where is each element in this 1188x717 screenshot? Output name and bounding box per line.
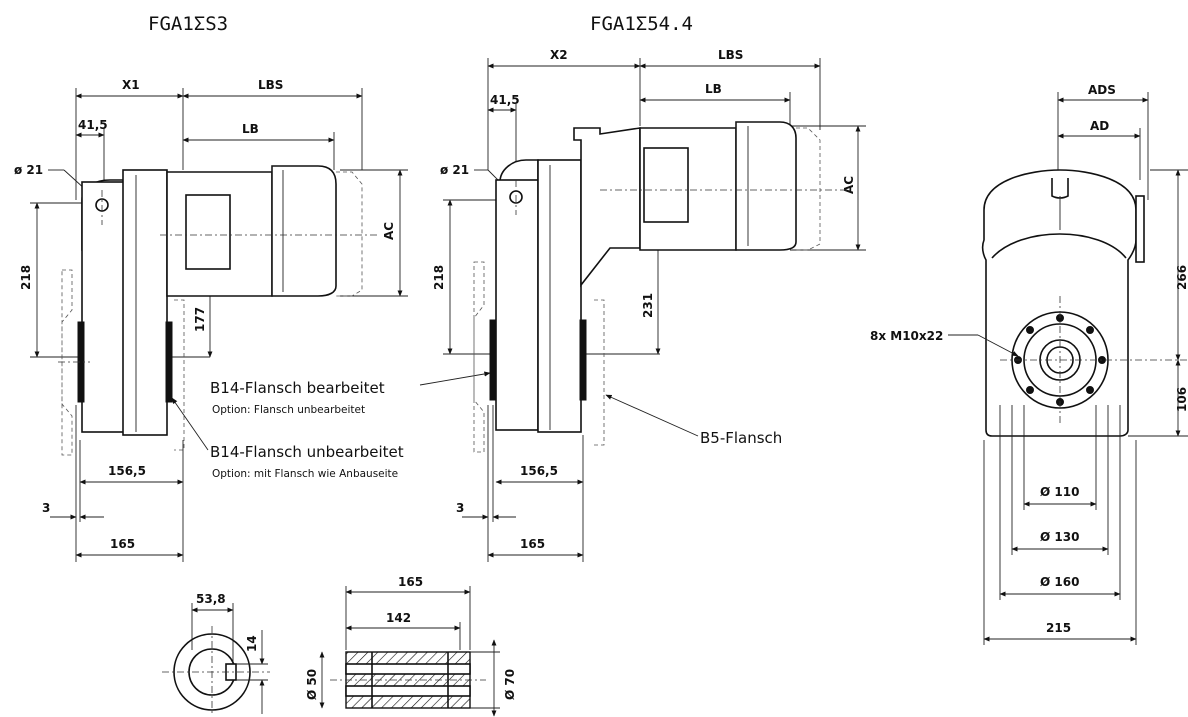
label-b14-machined: B14-Flansch bearbeitet — [210, 379, 385, 397]
dim-dia50: Ø 50 — [305, 669, 319, 700]
dim-165-shaft: 165 — [398, 575, 423, 589]
dim-14: 14 — [245, 635, 259, 652]
dim-41-5-middle: 41,5 — [490, 93, 520, 107]
dim-218-middle: 218 — [432, 265, 446, 290]
dim-lb-left: LB — [242, 122, 259, 136]
dim-lb-middle: LB — [705, 82, 722, 96]
dim-bolt: 8x M10x22 — [870, 329, 943, 343]
dim-106: 106 — [1175, 387, 1188, 412]
dim-3-left: 3 — [42, 501, 50, 515]
dim-dia70: Ø 70 — [503, 669, 517, 700]
label-b14-unmachined-option: Option: mit Flansch wie Anbauseite — [212, 468, 398, 480]
shaft-section-view: 165 142 Ø 50 Ø 70 — [305, 575, 517, 717]
left-view: X1 LBS LB 41,5 ø 21 AC 218 177 — [14, 78, 408, 562]
dim-53-8: 53,8 — [196, 592, 226, 606]
dim-dia160: Ø 160 — [1040, 575, 1079, 589]
dim-dia21-left: ø 21 — [14, 163, 43, 177]
dim-231: 231 — [641, 293, 655, 318]
dim-ac-middle: AC — [842, 176, 856, 194]
label-b14-machined-option: Option: Flansch unbearbeitet — [212, 404, 365, 416]
title-left: FGA1ΣS3 — [148, 13, 228, 35]
dim-266: 266 — [1175, 265, 1188, 290]
dim-dia130: Ø 130 — [1040, 530, 1079, 544]
front-view: ADS AD 8x M10x22 266 106 — [870, 83, 1188, 645]
title-middle: FGA1Σ54.4 — [590, 13, 693, 35]
dim-165-left: 165 — [110, 537, 135, 551]
dim-ad: AD — [1090, 119, 1109, 133]
dim-lbs-left: LBS — [258, 78, 283, 92]
dim-3-middle: 3 — [456, 501, 464, 515]
dim-lbs-middle: LBS — [718, 48, 743, 62]
dim-177: 177 — [193, 307, 207, 332]
dim-x2: X2 — [550, 48, 568, 62]
dim-dia21-middle: ø 21 — [440, 163, 469, 177]
dim-215: 215 — [1046, 621, 1071, 635]
middle-view: X2 LBS LB 41,5 ø 21 AC 218 231 — [432, 48, 866, 562]
dim-218-left: 218 — [19, 265, 33, 290]
dim-ac-left: AC — [382, 222, 396, 240]
dim-142: 142 — [386, 611, 411, 625]
dim-156-5-left: 156,5 — [108, 464, 146, 478]
dim-156-5-middle: 156,5 — [520, 464, 558, 478]
label-b5: B5-Flansch — [700, 429, 782, 447]
dim-dia110: Ø 110 — [1040, 485, 1079, 499]
label-b14-unmachined: B14-Flansch unbearbeitet — [210, 443, 404, 461]
shaft-end-view: 53,8 14 — [162, 592, 270, 715]
dim-x1: X1 — [122, 78, 140, 92]
dim-165-middle: 165 — [520, 537, 545, 551]
dim-41-5-left: 41,5 — [78, 118, 108, 132]
dim-ads: ADS — [1088, 83, 1116, 97]
